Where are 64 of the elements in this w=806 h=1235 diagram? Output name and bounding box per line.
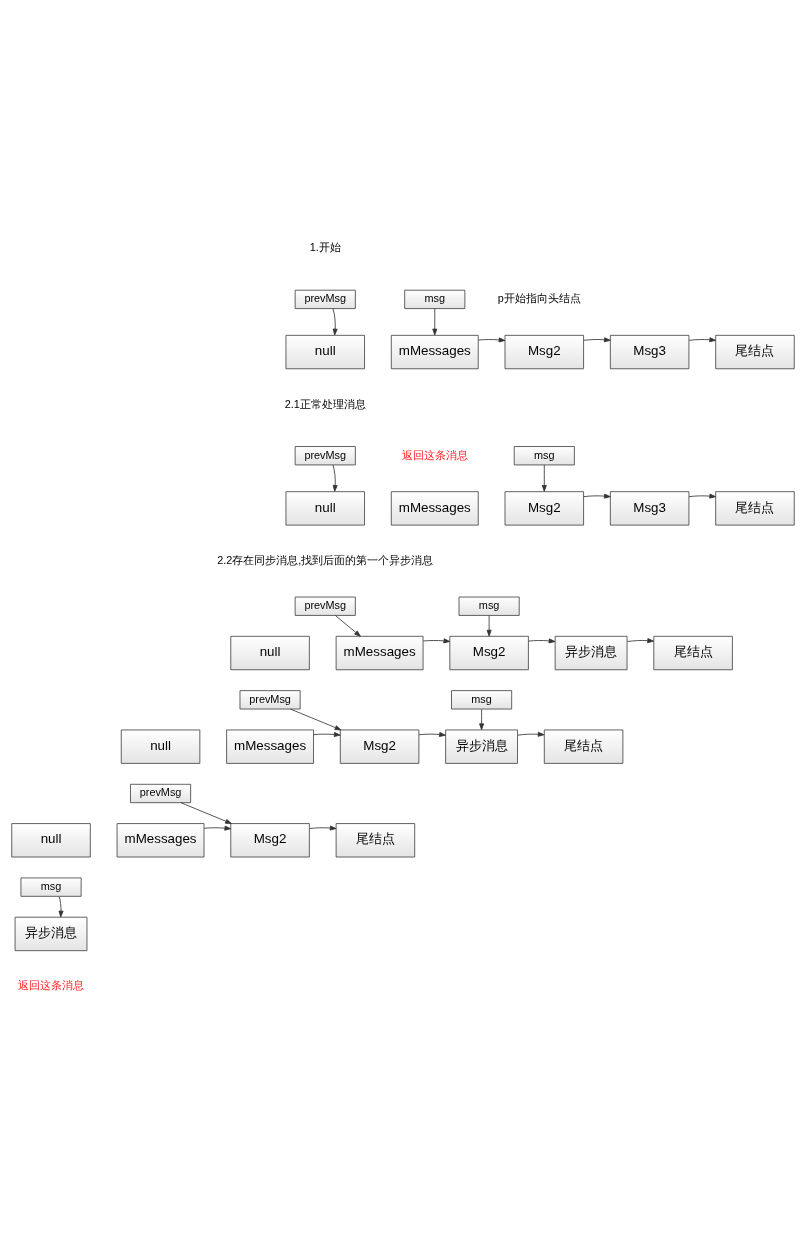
label: 2.2存在同步消息,找到后面的第一个异步消息	[217, 553, 434, 566]
node-box: 尾结点	[715, 334, 795, 370]
node-box: prevMsg	[239, 690, 301, 710]
arrow	[418, 732, 446, 737]
arrow	[688, 493, 717, 499]
node-box: msg	[20, 877, 82, 897]
node-box: mMessages	[226, 729, 314, 764]
node-box: 尾结点	[335, 823, 416, 858]
node-box: msg	[513, 446, 575, 466]
arrow	[541, 464, 547, 492]
node-box: msg	[458, 596, 520, 616]
node-box: prevMsg	[294, 446, 356, 466]
arrow	[528, 638, 556, 644]
node-box: 异步消息	[445, 729, 518, 764]
node-box: Msg2	[449, 635, 529, 671]
node-label: 返回这条消息	[401, 448, 468, 461]
arrow	[626, 638, 654, 644]
node-label: p开始指向头结点	[497, 292, 581, 305]
node-box: Msg3	[609, 491, 690, 526]
node-box: null	[285, 491, 365, 526]
arrow	[422, 638, 451, 644]
label: 2.1正常处理消息	[284, 397, 366, 410]
node-box: 尾结点	[653, 635, 733, 671]
node-box: 尾结点	[715, 491, 795, 526]
node-box: 尾结点	[543, 729, 624, 764]
arrow	[309, 825, 337, 831]
node-box: prevMsg	[294, 289, 356, 309]
node-box: mMessages	[335, 635, 424, 671]
node-box: prevMsg	[130, 783, 192, 804]
node-box: 异步消息	[554, 635, 628, 671]
node-box: null	[120, 729, 201, 764]
node-box: Msg2	[504, 491, 584, 526]
arrow	[583, 337, 611, 343]
arrow	[688, 337, 717, 343]
node-box: Msg2	[504, 334, 584, 370]
arrow	[290, 708, 342, 731]
node-box: msg	[451, 690, 513, 710]
arrow	[478, 337, 506, 343]
node-box: mMessages	[116, 823, 205, 858]
node-box: Msg2	[230, 823, 310, 858]
arrow	[486, 615, 492, 637]
label: 1.开始	[309, 241, 341, 254]
arrow	[203, 825, 232, 831]
node-box: Msg3	[609, 334, 690, 370]
arrow	[583, 493, 611, 499]
arrow	[313, 732, 341, 737]
node-box: msg	[404, 289, 466, 309]
node-box: mMessages	[390, 334, 479, 370]
arrow	[58, 896, 64, 918]
node-box: mMessages	[390, 491, 479, 526]
node-box: null	[230, 635, 310, 671]
node-box: null	[285, 334, 365, 370]
arrow	[432, 308, 438, 336]
node-box: null	[11, 823, 91, 858]
arrow	[332, 464, 338, 492]
node-box: Msg2	[339, 729, 420, 764]
arrow	[180, 802, 232, 824]
arrow	[335, 615, 361, 637]
node-box: prevMsg	[294, 596, 356, 616]
arrow	[479, 708, 485, 731]
arrow	[332, 308, 338, 336]
arrow	[517, 731, 545, 737]
node-label: 返回这条消息	[18, 979, 85, 992]
node-box: 异步消息	[14, 916, 88, 952]
